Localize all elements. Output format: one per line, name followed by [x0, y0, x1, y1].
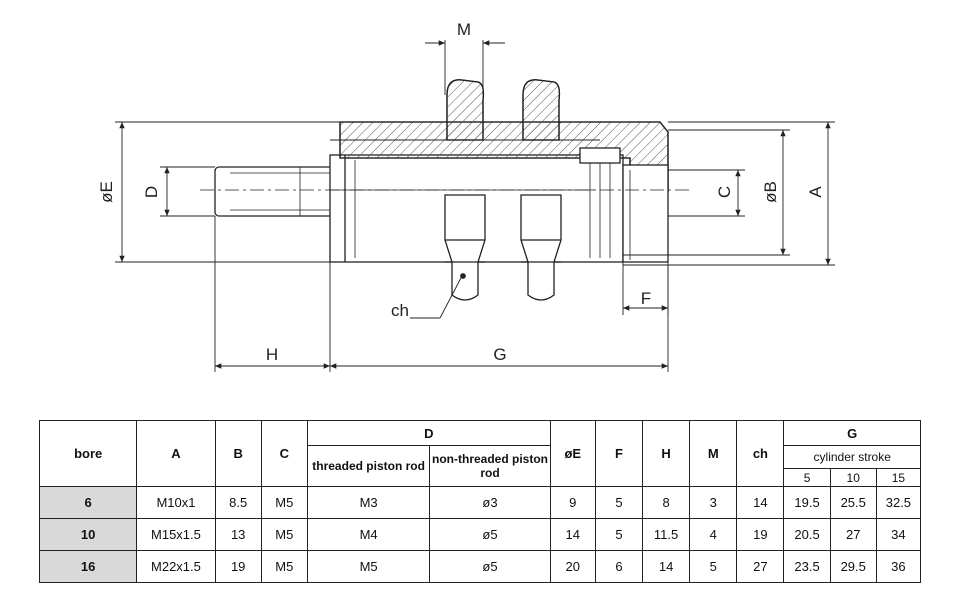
- piston-rod: [214, 166, 334, 217]
- cell-E: 9: [549, 486, 596, 519]
- cell-D-threaded: M4: [306, 518, 431, 551]
- cell-G: 19.5: [783, 486, 831, 519]
- cell-M: 3: [689, 486, 738, 519]
- table-row: 16 M22x1.5 19 M5 M5 ø5 20 6 14 5 27 23.5…: [38, 550, 922, 583]
- cell-F: 5: [594, 518, 644, 551]
- header-H: H: [642, 420, 691, 487]
- cell-M: 5: [689, 550, 738, 583]
- cell-G: 23.5: [783, 550, 831, 583]
- header-M: M: [689, 420, 738, 487]
- cell-M: 4: [689, 518, 738, 551]
- cell-A: M10x1: [136, 486, 216, 519]
- cell-G: 36: [875, 550, 922, 583]
- cell-D-nonthreaded: ø5: [429, 550, 551, 583]
- cell-A: M15x1.5: [136, 518, 216, 551]
- cell-ch: 14: [736, 486, 785, 519]
- cell-G: 34: [875, 518, 922, 551]
- label-E: øE: [97, 181, 116, 203]
- header-D-threaded: threaded piston rod: [306, 445, 431, 487]
- dimension-lines: [115, 40, 835, 372]
- cell-G: 20.5: [783, 518, 831, 551]
- lock-nut-left: [444, 79, 486, 301]
- cell-H: 8: [642, 486, 691, 519]
- cell-F: 6: [594, 550, 644, 583]
- header-B: B: [214, 420, 262, 487]
- cell-F: 5: [594, 486, 644, 519]
- label-C: C: [715, 186, 734, 198]
- cell-G: 25.5: [829, 486, 877, 519]
- header-C: C: [260, 420, 308, 487]
- cell-D-threaded: M5: [306, 550, 431, 583]
- label-H: H: [266, 345, 278, 364]
- cell-D-nonthreaded: ø5: [429, 518, 551, 551]
- cell-G: 29.5: [829, 550, 877, 583]
- cell-H: 14: [642, 550, 691, 583]
- label-B: øB: [761, 181, 780, 203]
- cell-bore: 16: [38, 550, 138, 583]
- header-D: D: [306, 420, 551, 446]
- header-bore: bore: [38, 420, 138, 487]
- end-cap: [622, 164, 669, 263]
- label-D: D: [142, 186, 161, 198]
- header-F: F: [594, 420, 644, 487]
- header-E: øE: [549, 420, 596, 487]
- cell-bore: 6: [38, 486, 138, 519]
- cell-G: 32.5: [875, 486, 922, 519]
- cell-D-nonthreaded: ø3: [429, 486, 551, 519]
- cell-bore: 10: [38, 518, 138, 551]
- cell-B: 8.5: [214, 486, 262, 519]
- header-stroke: 10: [829, 468, 877, 487]
- table-row: 6 M10x1 8.5 M5 M3 ø3 9 5 8 3 14 19.5 25.…: [38, 486, 922, 519]
- header-D-nonthreaded: non-threaded piston rod: [429, 445, 551, 487]
- cell-C: M5: [260, 550, 308, 583]
- label-ch: ch: [391, 301, 409, 320]
- technical-drawing: M øE D C øB A F ch H G: [97, 20, 835, 372]
- table-row: 10 M15x1.5 13 M5 M4 ø5 14 5 11.5 4 19 20…: [38, 518, 922, 551]
- cell-E: 14: [549, 518, 596, 551]
- cell-E: 20: [549, 550, 596, 583]
- label-G: G: [493, 345, 506, 364]
- header-A: A: [136, 420, 216, 487]
- lock-nut-right: [520, 79, 562, 301]
- cell-H: 11.5: [642, 518, 691, 551]
- label-F: F: [641, 289, 651, 308]
- cell-ch: 19: [736, 518, 785, 551]
- label-M: M: [457, 20, 471, 39]
- header-G-sub: cylinder stroke: [783, 445, 921, 469]
- header-ch: ch: [736, 420, 785, 487]
- header-stroke: 15: [875, 468, 922, 487]
- cell-C: M5: [260, 518, 308, 551]
- cell-G: 27: [829, 518, 877, 551]
- label-A: A: [806, 186, 825, 198]
- cell-B: 19: [214, 550, 262, 583]
- cell-ch: 27: [736, 550, 785, 583]
- cell-A: M22x1.5: [136, 550, 216, 583]
- cell-D-threaded: M3: [306, 486, 431, 519]
- dimensions-table: bore A B C D øE F H M ch G threaded pist…: [38, 420, 922, 583]
- cell-B: 13: [214, 518, 262, 551]
- cell-C: M5: [260, 486, 308, 519]
- header-G: G: [783, 420, 921, 446]
- header-stroke: 5: [783, 468, 831, 487]
